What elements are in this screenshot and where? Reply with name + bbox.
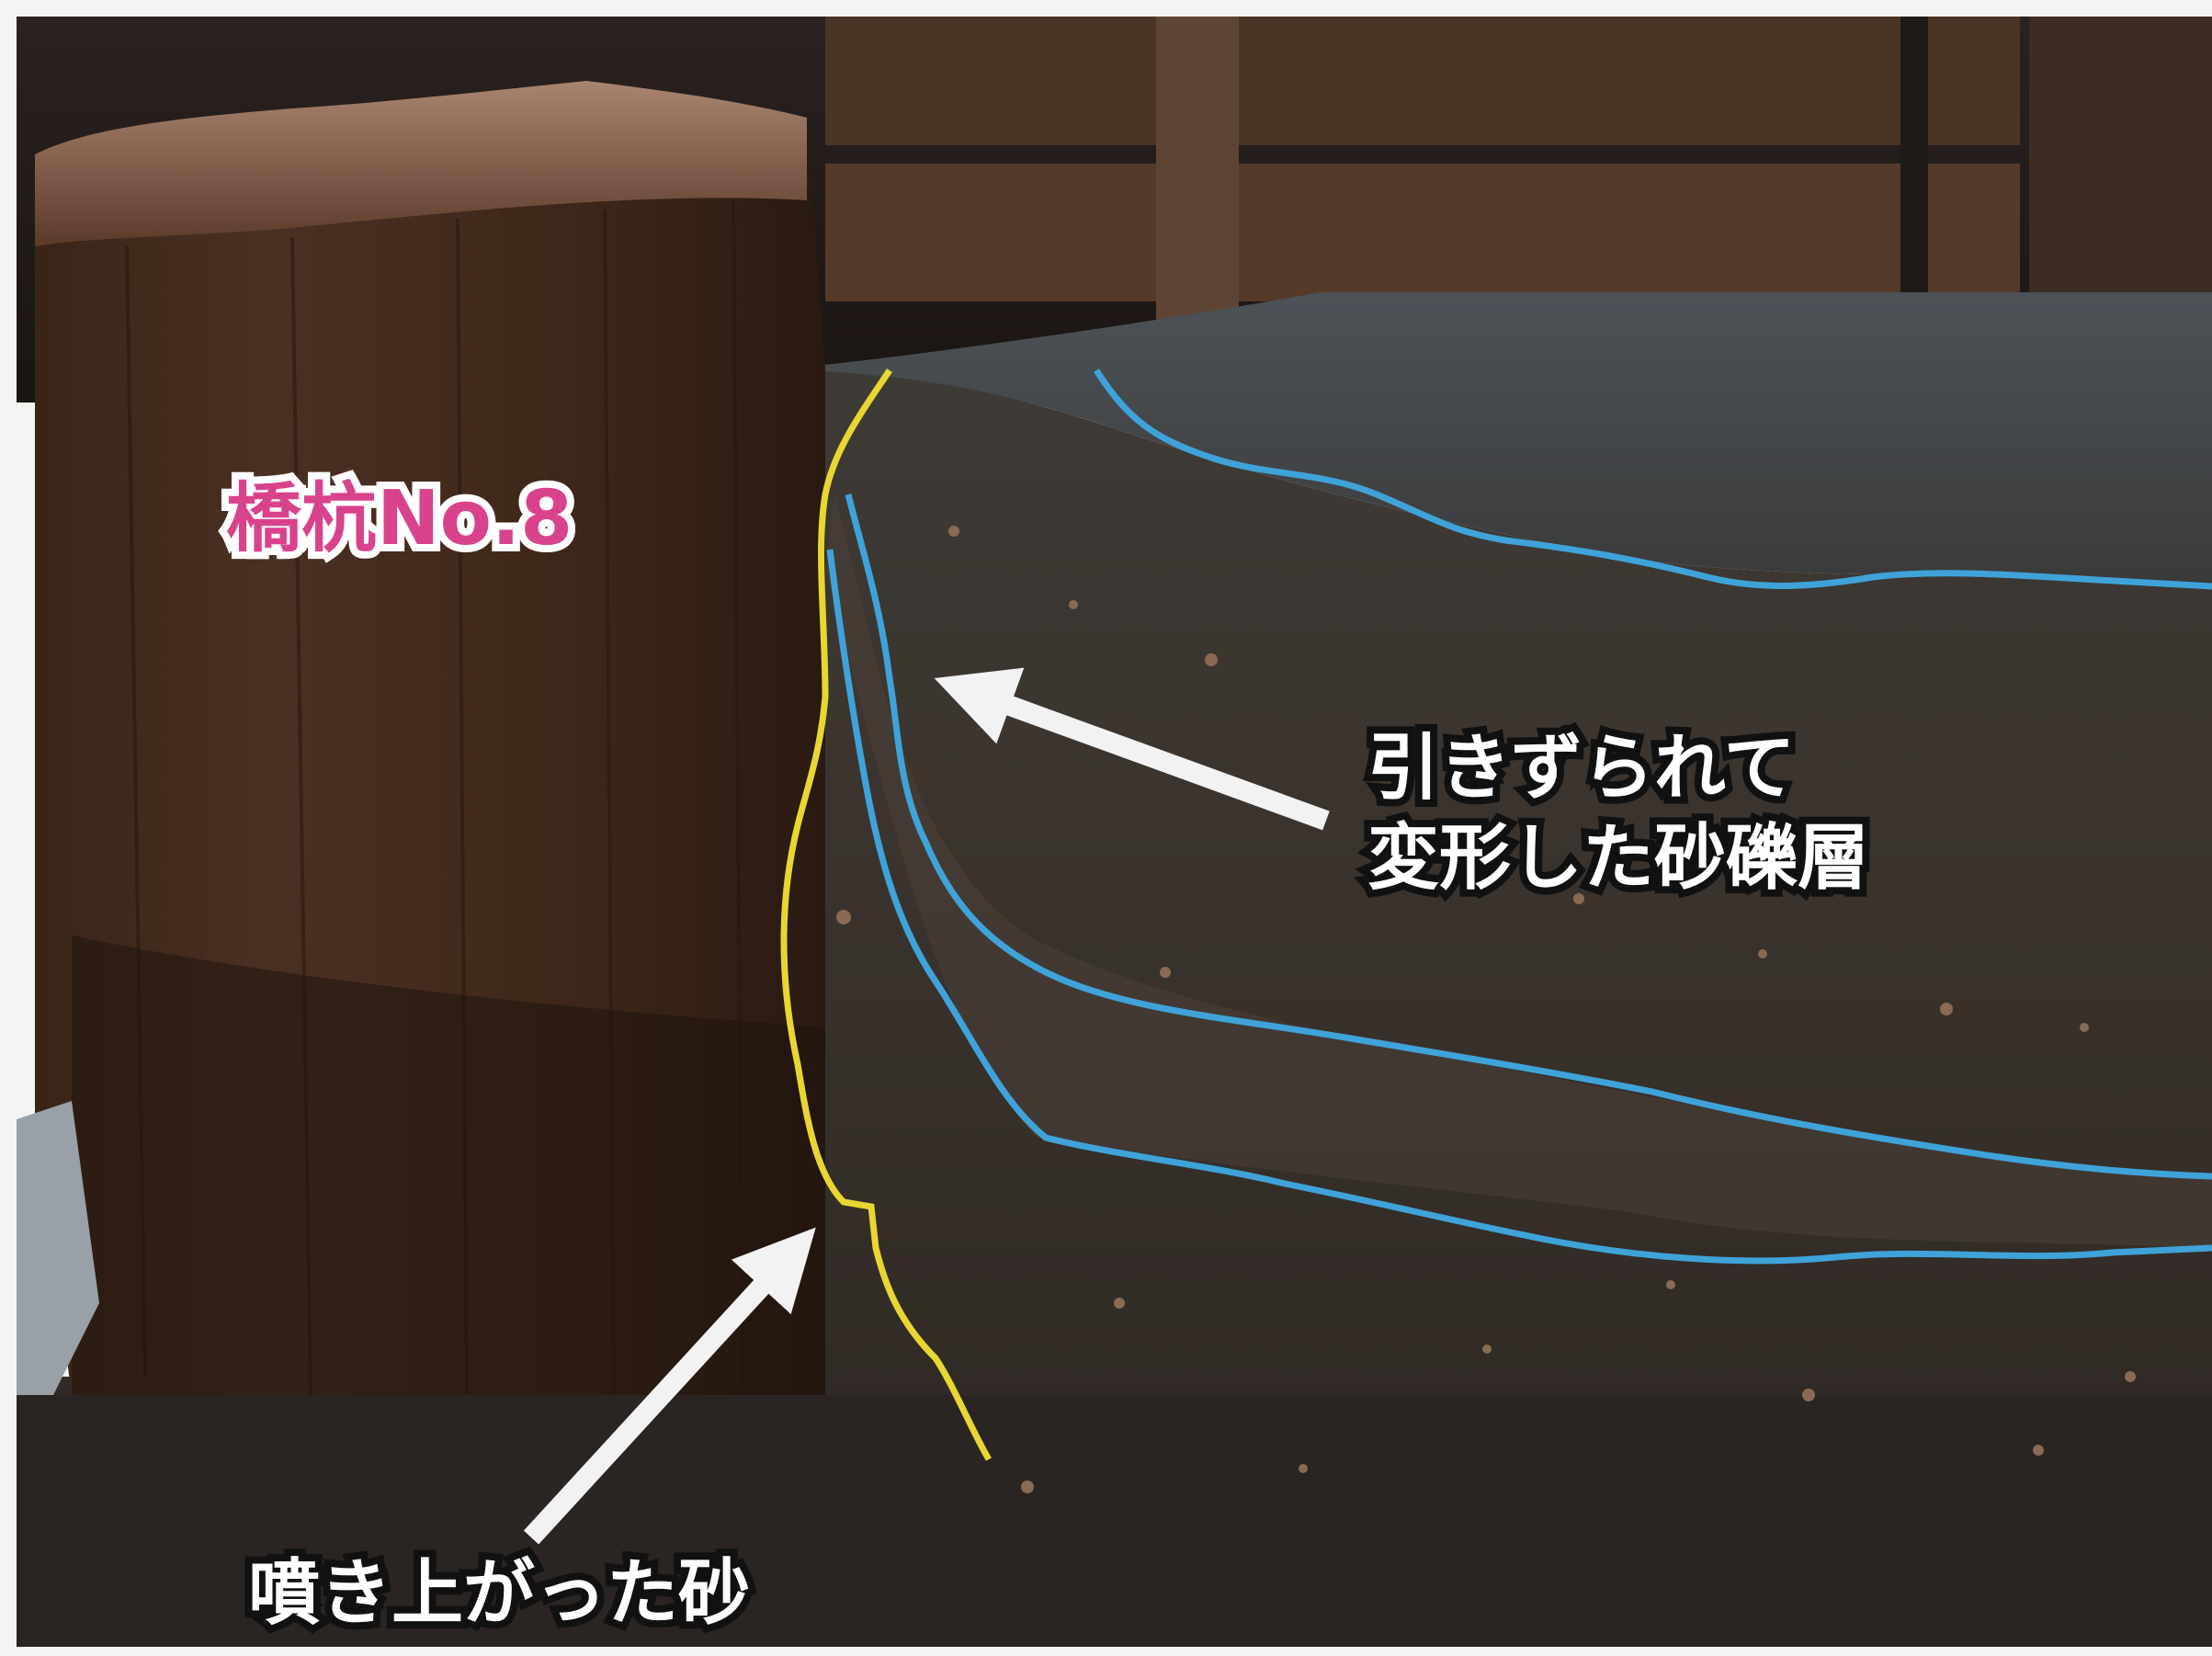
gravel-boundary-line-lower [826,549,2212,1265]
gravel-boundary-line-upper [1094,369,2212,590]
timber-board [825,164,2020,301]
timber-board [2029,17,2212,311]
gravel-label-line-1: 引きずられて [1360,720,1803,817]
excavation-photo: 橋杭No.8 引きずられて 変形した砂礫層 噴き上がった砂 [17,17,2212,1647]
timber-board [825,17,2020,145]
upwelled-sand-label: 噴き上がった砂 [241,1545,757,1641]
deformed-gravel-band [825,494,2212,1248]
gravel-layer-arrow [934,667,1330,831]
left-edge-object [17,1101,99,1395]
timber-post [1900,17,1928,311]
upwelled-sand-arrow [523,1227,816,1545]
bottom-soil [17,1395,2212,1647]
pebbles [836,526,2136,1493]
upwelled-sand-boundary-line [780,369,993,1461]
deformed-gravel-layer-label: 引きずられて 変形した砂礫層 [1360,720,1877,907]
photo-scene [17,17,2212,1647]
pile-number-label: 橋杭No.8 [219,468,580,570]
gravel-label-line-2: 変形した砂礫層 [1360,810,1877,907]
gravel-boundary-line-middle [845,493,2212,1180]
timber-post [1156,17,1239,320]
grey-soil-band [816,292,2212,586]
pile-top [35,81,807,246]
pile-shadow [72,936,825,1436]
